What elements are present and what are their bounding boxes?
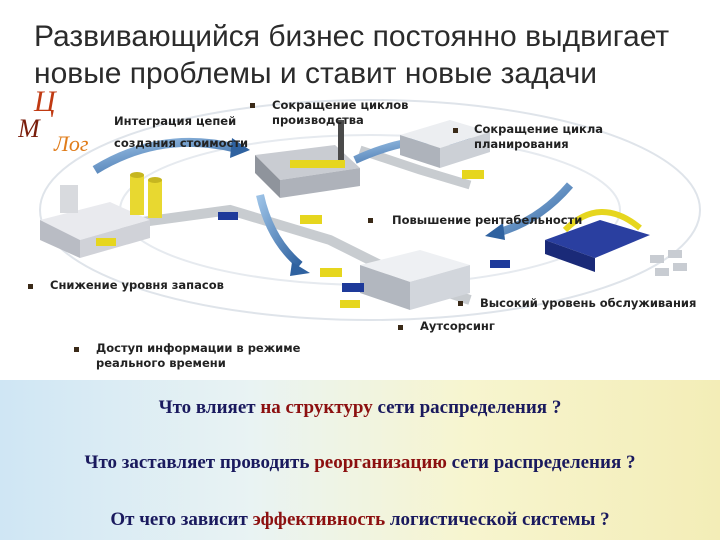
truck-group <box>96 170 510 308</box>
logo-letter-top: Ц <box>33 85 58 118</box>
road-top <box>358 145 472 190</box>
truck-yellow-1 <box>300 215 322 224</box>
central-warehouse <box>360 250 470 310</box>
bullet-production <box>250 103 255 108</box>
bullet-profitability <box>368 218 373 223</box>
question-3-text-end: логистической системы ? <box>385 509 610 530</box>
bullet-outsourcing <box>398 325 403 330</box>
question-1-highlight: на структуру <box>260 397 373 418</box>
label-profitability: Повышение рентабельности <box>392 213 583 227</box>
bullet-service <box>458 301 463 306</box>
flow-arrow-1-head <box>230 138 250 158</box>
distribution-warehouse <box>400 120 490 168</box>
label-inventory: Снижение уровня запасов <box>50 278 224 292</box>
question-2: Что заставляет проводить реорганизацию с… <box>0 452 720 474</box>
logo-mark: Ц М Лог <box>18 85 89 155</box>
label-integration: Интеграция цепей создания стоимости <box>114 114 249 150</box>
truck-yellow-2 <box>320 268 342 277</box>
question-1: Что влияет на структуру сети распределен… <box>0 397 720 419</box>
question-3-highlight: эффективность <box>252 509 386 530</box>
flow-arrow-4-head <box>485 223 505 240</box>
question-2-text: Что заставляет проводить <box>84 452 315 473</box>
bullet-realtime <box>74 347 79 352</box>
orbit-ring-outer <box>39 99 701 321</box>
label-planning: Сокращение цикла планирования <box>474 122 604 151</box>
flow-arrow-3-head <box>290 262 310 276</box>
truck-blue-1 <box>342 283 364 292</box>
question-2-highlight: реорганизацию <box>314 452 447 473</box>
question-2-text-end: сети распределения ? <box>446 452 636 473</box>
question-1-text: Что влияет <box>158 397 261 418</box>
truck-yellow-5 <box>96 238 116 246</box>
pallet-stack <box>650 250 687 276</box>
retail-hangar <box>545 209 650 272</box>
flow-arrow-1 <box>92 137 237 174</box>
logistics-illustration <box>39 99 701 321</box>
flow-arrow-4 <box>498 182 574 236</box>
logo-letters-bottom: Лог <box>53 131 89 155</box>
production-plant <box>255 120 360 198</box>
truck-blue-2 <box>490 260 510 268</box>
label-realtime: Доступ информации в режиме реального вре… <box>96 341 301 370</box>
question-3-text: От чего зависит <box>110 509 253 530</box>
label-outsourcing: Аутсорсинг <box>420 319 495 333</box>
flow-arrow-3 <box>256 194 303 269</box>
bullet-planning <box>453 128 458 133</box>
label-service: Высокий уровень обслуживания <box>480 296 697 310</box>
question-1-text-end: сети распределения ? <box>372 397 562 418</box>
bullet-inventory <box>28 284 33 289</box>
label-production: Сокращение циклов производства <box>272 98 409 127</box>
slide-title: Развивающийся бизнес постоянно выдвигает… <box>34 20 670 90</box>
questions-panel: Что влияет на структуру сети распределен… <box>0 380 720 540</box>
logo-letter-left: М <box>18 114 41 143</box>
truck-yellow-4 <box>462 170 484 179</box>
truck-blue-3 <box>218 212 238 220</box>
question-3: От чего зависит эффективность логистичес… <box>0 509 720 531</box>
truck-yellow-3 <box>340 300 360 308</box>
